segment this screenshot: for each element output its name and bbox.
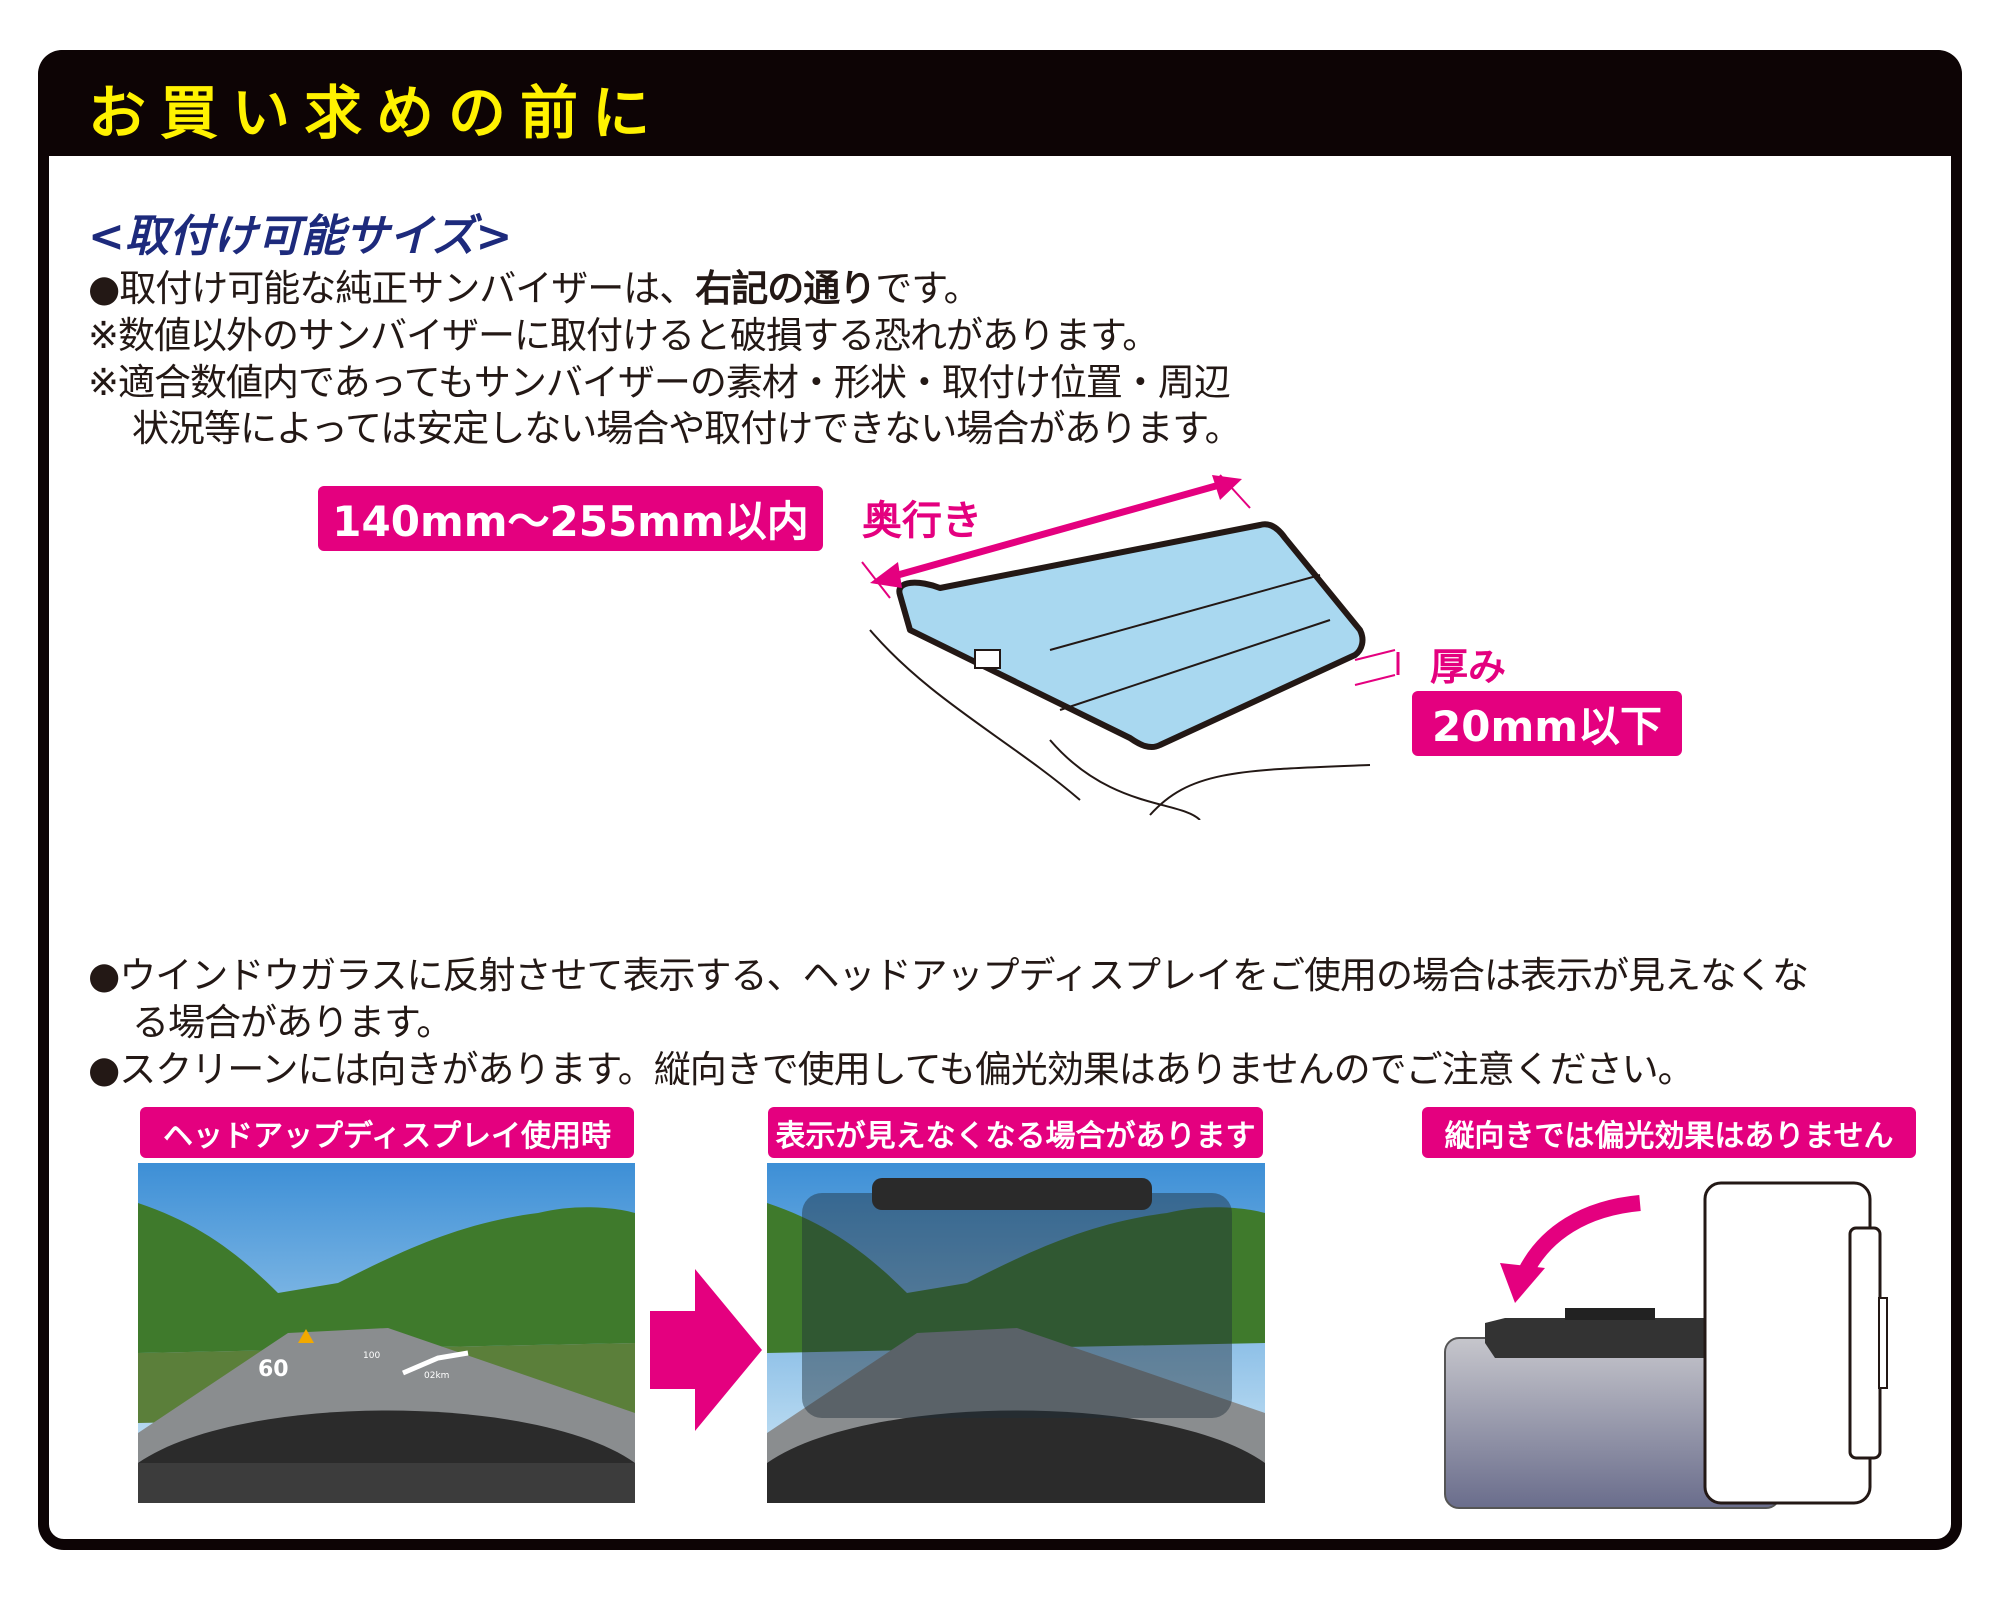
panel-label-hud: ヘッドアップディスプレイ使用時: [140, 1107, 634, 1158]
size-line-3: ※適合数値内であってもサンバイザーの素材・形状・取付け位置・周辺: [88, 361, 1231, 404]
right-arrow-icon: [650, 1269, 762, 1431]
panel-label-vertical: 縦向きでは偏光効果はありません: [1422, 1107, 1916, 1158]
header-bar: [38, 50, 1962, 156]
size-line-4: 状況等によっては安定しない場合や取付けできない場合があります。: [132, 407, 1242, 450]
page-title: お買い求めの前に: [88, 79, 665, 147]
screen-note: ●スクリーンには向きがあります。縦向きで使用しても偏光効果はありませんのでご注意…: [88, 1048, 1695, 1091]
hud-note-line-2: る場合があります。: [132, 1001, 453, 1044]
navigation-arrow-icon: [402, 1350, 469, 1376]
hud-speed-limit: 100: [363, 1351, 380, 1361]
line1-end: です。: [875, 267, 980, 310]
depth-label: 奥行き: [862, 498, 982, 544]
sun-visor-diagram: [861, 474, 1400, 820]
warning-icon: [298, 1329, 314, 1343]
hud-photo: 60 100 02km: [138, 1163, 635, 1503]
thickness-label: 厚み: [1430, 645, 1507, 689]
visor-screen: [802, 1193, 1232, 1418]
visor-photo: [767, 1163, 1265, 1503]
size-heading: <取付け可能サイズ>: [88, 211, 513, 262]
line1-text: ●取付け可能な純正サンバイザーは、: [88, 267, 696, 310]
hud-distance: 02km: [424, 1371, 449, 1381]
size-line-1: ●取付け可能な純正サンバイザーは、右記の通りです。: [88, 258, 981, 312]
thickness-badge: 20mm以下: [1412, 691, 1682, 756]
hud-note-line-1: ●ウインドウガラスに反射させて表示する、ヘッドアップディスプレイをご使用の場合は…: [88, 954, 1809, 997]
panel-label-invisible: 表示が見えなくなる場合があります: [768, 1107, 1263, 1158]
depth-range-badge: 140mm〜255mm以内: [318, 486, 823, 551]
size-line-2: ※数値以外のサンバイザーに取付けると破損する恐れがあります。: [88, 314, 1159, 357]
vertical-orientation-illustration: [1444, 1181, 1888, 1509]
line1-bold: 右記の通り: [695, 267, 876, 310]
hud-speed: 60: [258, 1357, 289, 1382]
visor-clip: [872, 1178, 1152, 1210]
